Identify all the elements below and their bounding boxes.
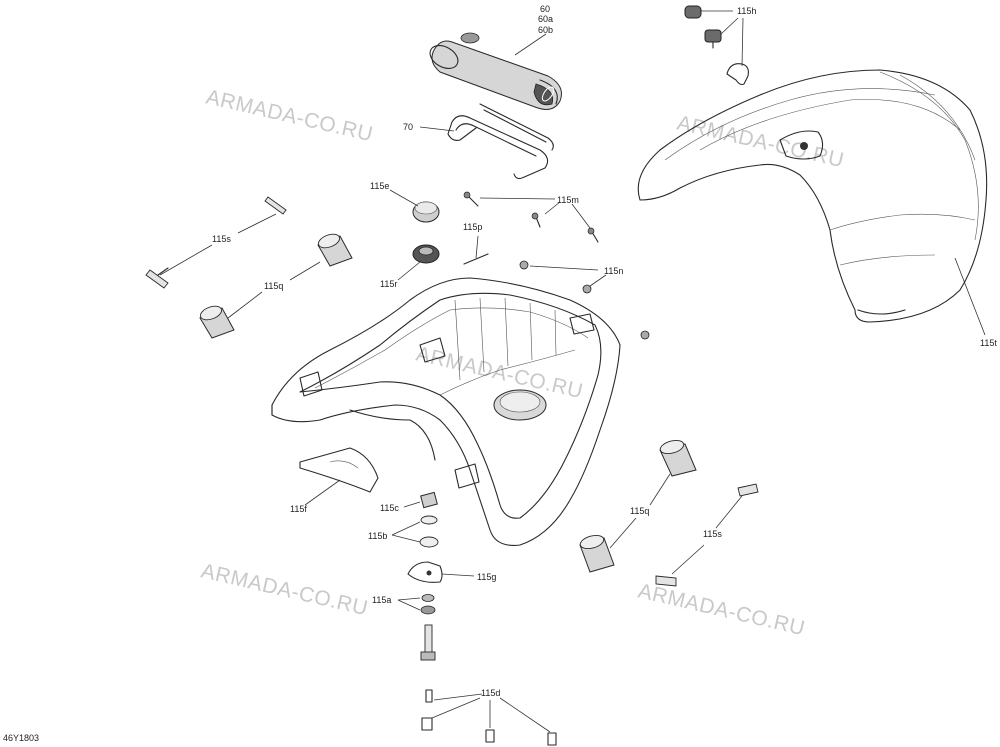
callout-115q-left: 115q [264,281,283,291]
leader-115q-left-a [289,261,321,281]
figure-code: 46Y1803 [3,733,39,743]
callout-115r: 115r [380,279,397,289]
callout-115b: 115b [368,531,387,541]
leader-115s-left-b [159,244,213,276]
leader-60 [514,33,547,56]
leader-70 [419,126,455,132]
leader-115q-right-b [609,517,637,549]
leader-115b-a [391,521,421,536]
callout-115g: 115g [477,572,496,582]
callout-70: 70 [403,122,413,132]
callout-115m: 115m [557,195,579,205]
leader-115s-left-a [237,213,277,234]
callout-115f: 115f [290,504,307,514]
leader-115d-d [499,697,551,733]
callout-60b: 60b [538,25,553,35]
bolts-115s-right-part [655,483,759,587]
callout-115h: 115h [737,6,756,16]
bolts-115s-left-part [145,196,287,289]
wire-bracket-part [447,103,554,180]
leader-115r [397,261,421,281]
seat-cover-part [637,69,988,323]
leader-115h-c [741,17,744,67]
callout-115d: 115d [481,688,500,698]
leader-115a-b [397,599,421,611]
callout-115a: 115a [372,595,391,605]
knob-clip-part [684,5,749,86]
leader-115c [403,501,421,508]
watermark-bottom-left: ARMADA-CO.RU [199,559,370,620]
callout-115c: 115c [380,503,399,513]
watermark-center: ARMADA-CO.RU [414,342,585,403]
leader-115q-right-a [649,473,671,506]
callout-115s-right: 115s [703,529,722,539]
callout-60: 60 [540,4,550,14]
callout-115n: 115n [604,266,623,276]
callout-115p: 115p [463,222,482,232]
leader-115d-b [431,697,481,719]
callout-115s-left: 115s [212,234,231,244]
watermark-bottom-right: ARMADA-CO.RU [636,579,807,640]
nuts-115n-part [519,260,650,340]
leader-115e [389,189,419,207]
bushings-115q-left-part [199,233,353,339]
callout-115t: 115t [980,338,997,348]
tool-roll-part [429,32,562,110]
hardware-stack-part [407,491,443,661]
leader-115t [954,257,986,336]
screws-115m-part [463,191,599,243]
leader-115a-a [397,597,421,601]
leader-115g [441,573,475,577]
callout-60a: 60a [538,14,553,24]
leader-115n-b [589,274,607,287]
callout-115e: 115e [370,181,389,191]
bumpers-115d-part [421,689,557,746]
leader-115q-left-b [227,291,263,319]
leader-115s-right-a [715,495,743,529]
callout-115q-right: 115q [630,506,649,516]
leader-115s-right-b [671,544,705,575]
leader-115b-b [391,534,421,543]
cap-part [412,201,440,223]
leader-115n-a [529,265,599,271]
watermark-top-right: ARMADA-CO.RU [675,111,846,172]
leader-115m-b [544,201,561,215]
bushings-115q-right-part [579,439,697,573]
leader-115f [304,479,341,506]
storage-compartment-part [271,277,621,546]
grommet-part [412,244,440,264]
leader-115p [475,235,479,259]
bracket-plate-part [299,447,379,493]
leader-115m-a [479,197,556,200]
leader-115d-a [433,693,483,701]
leader-115h-b [720,17,739,35]
watermark-top-left: ARMADA-CO.RU [204,85,375,146]
leader-115m-c [571,203,591,229]
pin-part [463,253,489,265]
